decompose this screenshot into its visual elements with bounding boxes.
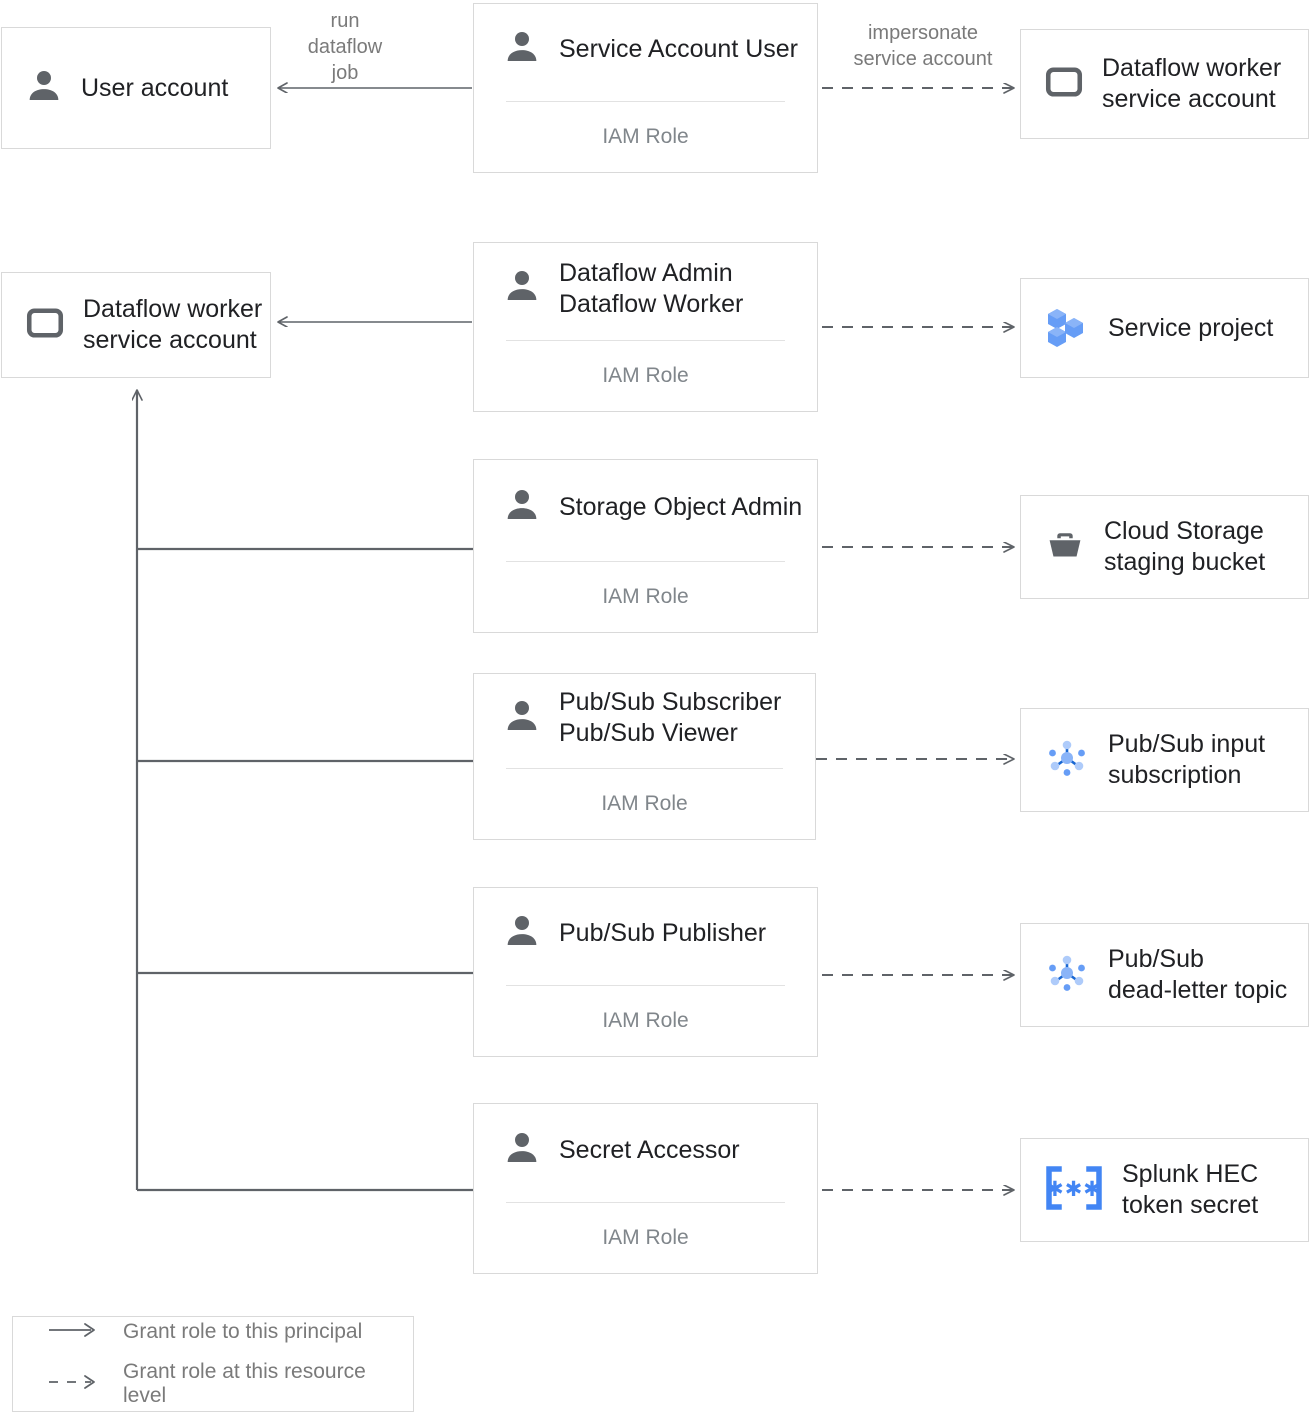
card-footer-label: IAM Role	[602, 125, 689, 148]
card-divider	[506, 1202, 785, 1203]
person-icon	[502, 266, 542, 311]
card-footer-label: IAM Role	[602, 364, 689, 387]
role-card-storage-object-admin[interactable]: Storage Object Admin IAM Role	[473, 459, 818, 633]
legend-label: Grant role to this principal	[123, 1320, 363, 1343]
node-label: Pub/Sub input subscription	[1108, 730, 1266, 789]
person-icon	[24, 66, 64, 111]
node-service-project[interactable]: Service project	[1020, 278, 1309, 378]
card-divider	[506, 768, 783, 769]
node-label: Splunk HEC token secret	[1122, 1160, 1259, 1219]
node-label: Dataflow worker service account	[83, 295, 263, 354]
project-hexagons-icon	[1043, 302, 1091, 355]
role-names: Pub/Sub Publisher	[559, 919, 767, 947]
person-icon	[502, 1128, 542, 1173]
legend: Grant role to this principal Grant role …	[12, 1316, 414, 1412]
node-label: Pub/Sub dead-letter topic	[1108, 945, 1288, 1004]
secret-manager-icon: ✱✱✱	[1043, 1163, 1105, 1218]
node-dataflow-worker-service-account-principal[interactable]: Dataflow worker service account	[1, 272, 271, 378]
role-card-pubsub-publisher[interactable]: Pub/Sub Publisher IAM Role	[473, 887, 818, 1057]
card-divider	[506, 340, 785, 341]
node-dataflow-worker-service-account-resource[interactable]: Dataflow worker service account	[1020, 29, 1309, 139]
role-card-pubsub-subscriber-viewer[interactable]: Pub/Sub Subscriber Pub/Sub Viewer IAM Ro…	[473, 673, 816, 840]
person-icon	[502, 485, 542, 530]
service-account-icon	[24, 302, 66, 349]
legend-item-solid: Grant role to this principal	[47, 1320, 413, 1344]
svg-text:✱✱✱: ✱✱✱	[1046, 1178, 1102, 1201]
role-names: Service Account User	[559, 35, 798, 63]
role-names: Secret Accessor	[559, 1135, 740, 1164]
node-label: Service project	[1108, 313, 1274, 342]
pubsub-icon	[1043, 949, 1091, 1002]
card-footer-label: IAM Role	[602, 585, 689, 608]
pubsub-icon	[1043, 734, 1091, 787]
card-divider	[506, 985, 785, 986]
legend-item-dashed: Grant role at this resource level	[47, 1360, 413, 1408]
dashed-arrow-icon	[47, 1374, 99, 1395]
node-cloud-storage-staging-bucket[interactable]: Cloud Storage staging bucket	[1020, 495, 1309, 599]
edge-shared-role-bus	[137, 390, 473, 1192]
solid-arrow-icon	[47, 1322, 99, 1343]
node-splunk-hec-token-secret[interactable]: ✱✱✱ Splunk HEC token secret	[1020, 1138, 1309, 1242]
node-user-account[interactable]: User account	[1, 27, 271, 149]
card-divider	[506, 561, 785, 562]
node-pubsub-input-subscription[interactable]: Pub/Sub input subscription	[1020, 708, 1309, 812]
role-names: Pub/Sub Subscriber Pub/Sub Viewer	[559, 688, 782, 747]
person-icon	[502, 696, 542, 741]
role-names: Dataflow Admin Dataflow Worker	[559, 258, 744, 318]
person-icon	[502, 911, 542, 956]
role-card-service-account-user[interactable]: Service Account User IAM Role	[473, 3, 818, 173]
card-footer-label: IAM Role	[601, 792, 688, 815]
node-pubsub-dead-letter-topic[interactable]: Pub/Sub dead-letter topic	[1020, 923, 1309, 1027]
cloud-storage-bucket-icon	[1043, 523, 1087, 572]
card-footer-label: IAM Role	[602, 1009, 689, 1032]
node-label: User account	[81, 73, 229, 102]
node-label: Dataflow worker service account	[1102, 54, 1282, 113]
person-icon	[502, 27, 542, 72]
role-card-dataflow-admin-worker[interactable]: Dataflow Admin Dataflow Worker IAM Role	[473, 242, 818, 412]
node-label: Cloud Storage staging bucket	[1104, 517, 1266, 576]
role-names: Storage Object Admin	[559, 493, 803, 521]
edge-label-impersonate-service-account: impersonate service account	[853, 22, 993, 70]
role-card-secret-accessor[interactable]: Secret Accessor IAM Role	[473, 1103, 818, 1274]
legend-label: Grant role at this resource level	[123, 1360, 366, 1407]
edge-label-run-dataflow-job: run dataflow job	[307, 10, 383, 84]
card-divider	[506, 101, 785, 102]
card-footer-label: IAM Role	[602, 1226, 689, 1249]
service-account-icon	[1043, 61, 1085, 108]
